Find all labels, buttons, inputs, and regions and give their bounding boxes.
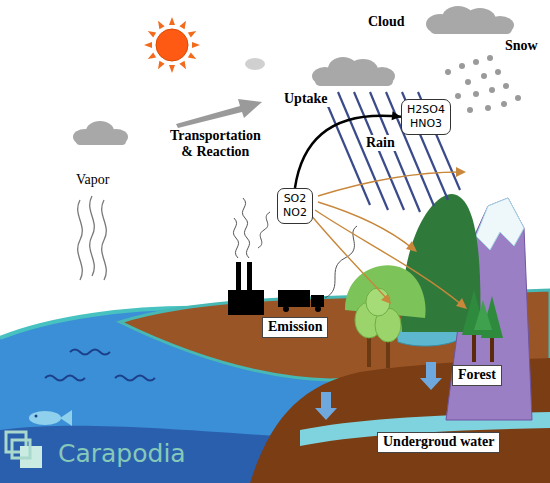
box-text: SO2 NO2	[283, 192, 307, 220]
box-text: Emission	[268, 319, 322, 336]
process-label: Transportation & Reaction	[170, 128, 261, 160]
truck	[278, 290, 324, 312]
clouds	[73, 6, 514, 145]
trees	[355, 288, 503, 368]
rain	[322, 92, 460, 212]
vapor-lines	[78, 196, 107, 280]
watermark: Carapodia	[58, 440, 186, 469]
vapor-label: Vapor	[76, 172, 109, 188]
box-text: Forest	[458, 367, 496, 384]
snow	[445, 55, 521, 113]
cloud-label: Cloud	[368, 14, 405, 30]
box-text: H2SO4 HNO3	[407, 103, 445, 131]
rain-label: Rain	[364, 135, 397, 151]
seepage-arrows	[315, 362, 442, 420]
edge-label: Uptake	[282, 91, 330, 107]
box-text: Undergroud water	[383, 434, 494, 451]
snow-label: Snow	[505, 38, 538, 54]
factory	[228, 262, 264, 315]
fish	[29, 410, 72, 426]
deposition-heads	[381, 167, 467, 309]
deposition-arrows	[310, 172, 462, 305]
label-box: Emission	[262, 317, 328, 338]
chemical-box: SO2 NO2	[277, 188, 313, 224]
sun	[144, 17, 200, 73]
watermark-logo	[6, 432, 42, 468]
transport-arrow	[176, 99, 262, 128]
uptake-arrow	[295, 111, 401, 188]
chemical-box: H2SO4 HNO3	[401, 99, 451, 135]
label-box: Undergroud water	[377, 432, 500, 453]
label-box: Forest	[452, 365, 502, 386]
waves	[45, 350, 155, 381]
